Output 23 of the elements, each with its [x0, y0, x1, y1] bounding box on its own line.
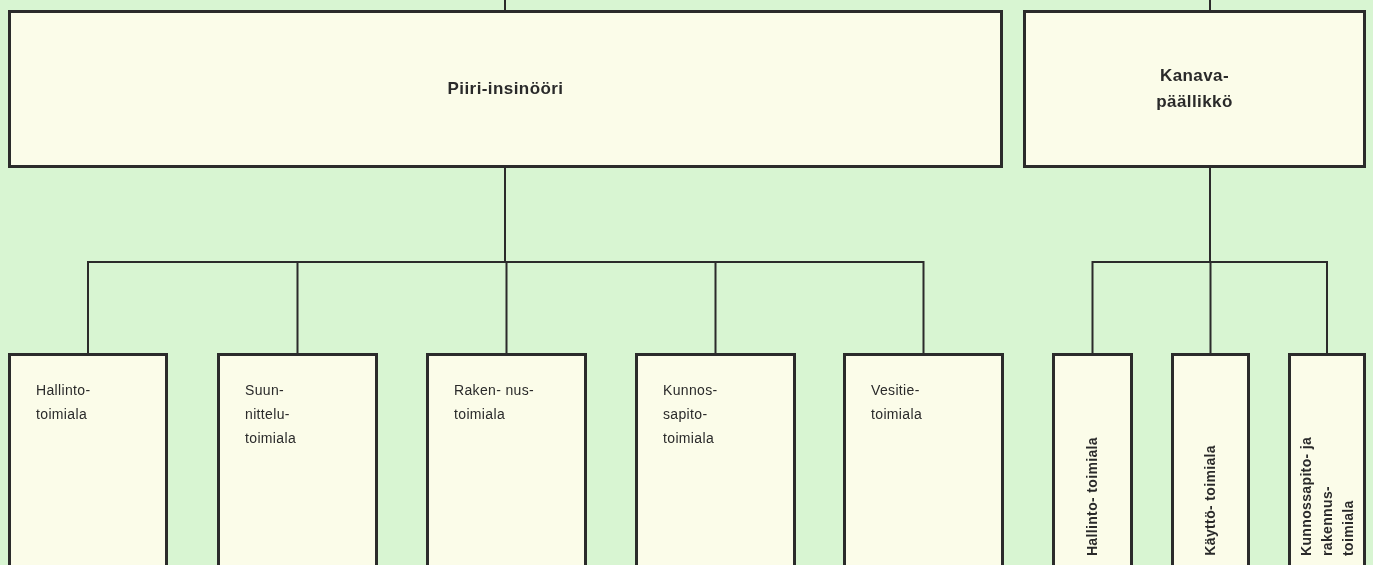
unit-label: Hallinto- toimiala	[36, 381, 92, 424]
org-box	[217, 353, 378, 565]
org-box	[635, 353, 796, 565]
connector-line	[504, 0, 506, 11]
org-box	[8, 10, 1003, 168]
unit-label: Käyttö- toimiala	[1201, 445, 1219, 556]
org-box	[1052, 353, 1133, 565]
unit-label: Vesitie- toimiala	[871, 381, 924, 424]
connector-line	[1209, 167, 1328, 354]
unit-label: Kunnossapito- ja rakennus- toimiala	[1296, 435, 1357, 556]
unit-title: Kanava- päällikkö	[1155, 65, 1234, 113]
org-box	[1288, 353, 1366, 565]
unit-title: Piiri-insinööri	[446, 78, 565, 100]
unit-label: Kunnos- sapito- toimiala	[663, 381, 719, 448]
unit-label: Suun- nittelu- toimiala	[245, 381, 298, 448]
org-box	[8, 353, 168, 565]
org-box	[426, 353, 587, 565]
org-box	[843, 353, 1004, 565]
unit-label: Hallinto- toimiala	[1083, 436, 1101, 556]
org-box	[1023, 10, 1366, 168]
connector-line	[1209, 0, 1211, 11]
org-box	[1171, 353, 1250, 565]
unit-label: Raken- nus- toimiala	[454, 381, 536, 424]
